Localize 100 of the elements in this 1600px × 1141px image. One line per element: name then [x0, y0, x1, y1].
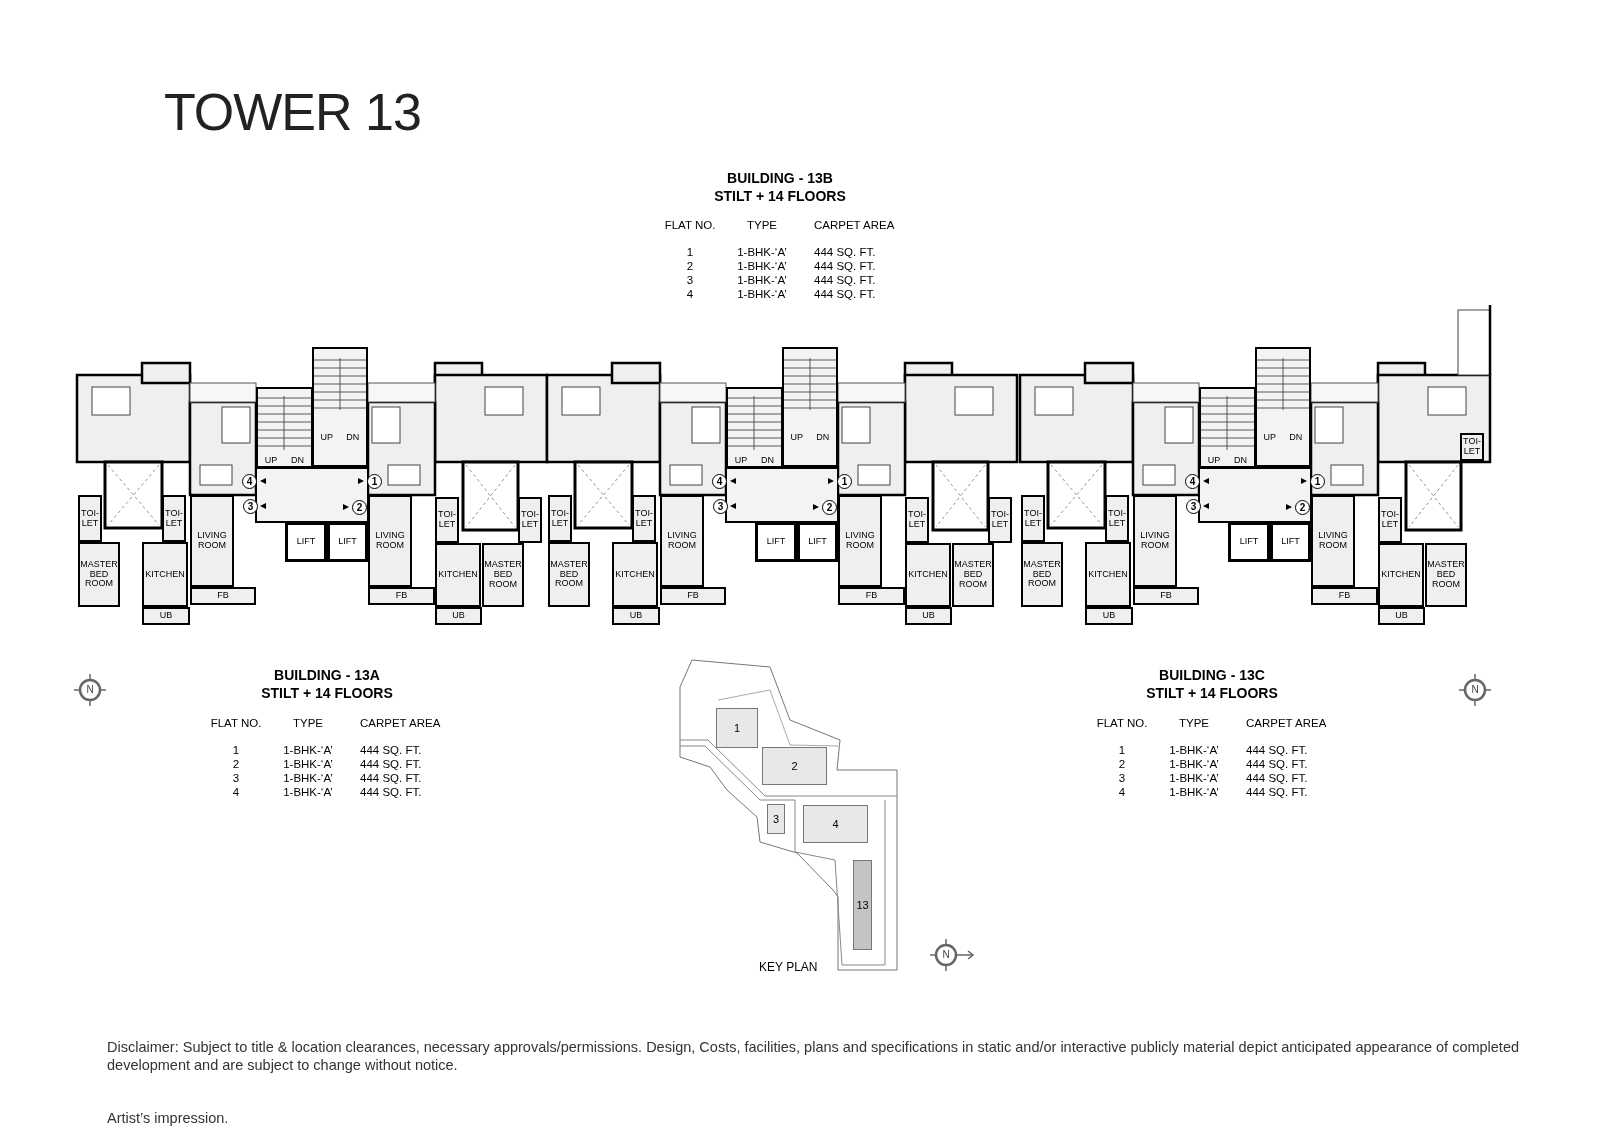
staircase	[312, 347, 368, 467]
table-header: TYPE	[1177, 717, 1210, 730]
room-label: MASTER BED ROOM	[484, 560, 522, 590]
room-label: TOI- LET	[907, 510, 927, 530]
room-label: MASTER BED ROOM	[1023, 559, 1061, 590]
building-heading: BUILDING - 13A	[274, 666, 380, 684]
table-cell-text: 1-BHK-‘A’	[736, 288, 788, 301]
table-header: CARPET AREA	[813, 219, 896, 232]
lift-label: LIFT	[338, 537, 357, 547]
table-header: TYPE	[745, 219, 778, 232]
room-label: LIVING ROOM	[196, 531, 228, 551]
room-area	[1378, 607, 1425, 625]
room-label: KITCHEN	[615, 569, 655, 580]
room-area	[368, 587, 435, 605]
room-label: TOI- LET	[634, 508, 654, 529]
lift-shaft	[797, 522, 838, 562]
compass-label: N	[85, 684, 95, 696]
room-area	[838, 587, 905, 605]
room-area	[988, 497, 1012, 543]
table-cell-text: 4	[685, 288, 695, 301]
room-area	[1133, 495, 1177, 587]
room-area	[660, 495, 704, 587]
room-label: LIVING ROOM	[374, 531, 406, 551]
room-area	[1311, 587, 1378, 605]
room-label: UB	[922, 611, 935, 621]
flat-number: 2	[1299, 502, 1306, 513]
room-label: TOI- LET	[1462, 437, 1482, 457]
room-area	[1021, 542, 1063, 607]
lift-label: LIFT	[808, 537, 827, 547]
table-cell-text: 1-BHK-‘A’	[282, 744, 334, 757]
page-title: TOWER 13	[164, 82, 421, 142]
disclaimer-text: Disclaimer: Subject to title & location clearances, necessary approvals/permissions. Design, Costs, facilities, plans and specifications in static and/or interactive publicly material depict anticipated appearance of completed development and are subject to change without notice.	[107, 1038, 1521, 1074]
room-area	[190, 495, 234, 587]
room-area	[905, 543, 951, 607]
room-label: KITCHEN	[145, 569, 185, 580]
room-area	[162, 495, 186, 542]
lift-label: LIFT	[296, 537, 316, 547]
flat-number: 4	[716, 476, 723, 487]
room-label: KITCHEN	[908, 570, 948, 580]
lift-label: LIFT	[1281, 537, 1300, 547]
room-label: TOI- LET	[990, 510, 1010, 530]
room-label: LIVING ROOM	[666, 531, 698, 551]
room-label: MASTER BED ROOM	[954, 560, 992, 590]
room-area	[952, 543, 994, 607]
building-subheading: STILT + 14 FLOORS	[261, 684, 393, 702]
room-label: LIVING ROOM	[1139, 531, 1171, 551]
table-cell-text: 1	[1117, 744, 1127, 757]
table-cell-text: 1-BHK-‘A’	[736, 260, 788, 273]
table-cell-text: 1	[231, 744, 241, 757]
table-header: FLAT NO.	[209, 717, 263, 730]
site-building-block	[762, 747, 827, 785]
room-label: TOI- LET	[520, 510, 540, 530]
site-building-block	[803, 805, 868, 843]
stair-direction-label: DN	[761, 456, 775, 466]
room-area	[368, 495, 412, 587]
table-cell-text: 2	[231, 758, 241, 771]
room-label: MASTER BED ROOM	[1427, 560, 1465, 590]
table-cell-text: 1-BHK-‘A’	[282, 772, 334, 785]
room-label: TOI- LET	[80, 508, 100, 529]
table-cell-text: 2	[685, 260, 695, 273]
room-label: KITCHEN	[1088, 569, 1128, 580]
flat-number: 3	[247, 501, 254, 512]
room-area	[78, 495, 102, 542]
flat-number: 4	[1189, 476, 1196, 487]
table-cell-text: 1-BHK-‘A’	[1168, 744, 1220, 757]
table-cell-text: 1-BHK-‘A’	[1168, 772, 1220, 785]
stair-direction-label: DN	[1289, 433, 1303, 443]
table-cell-text: 1-BHK-‘A’	[736, 246, 788, 259]
table-cell-text: 444 SQ. FT.	[813, 288, 877, 301]
room-label: TOI- LET	[437, 510, 457, 530]
room-label: TOI- LET	[1107, 508, 1127, 529]
building-number: 2	[791, 758, 798, 774]
building-heading: BUILDING - 13B	[727, 169, 833, 187]
room-label: KITCHEN	[1381, 570, 1421, 580]
room-label: LIVING ROOM	[844, 531, 876, 551]
room-area	[548, 542, 590, 607]
stair-direction-label: DN	[291, 456, 305, 466]
flat-number: 4	[246, 476, 253, 487]
room-label: FB	[217, 591, 229, 601]
table-header: CARPET AREA	[359, 717, 442, 730]
room-label: KITCHEN	[438, 570, 478, 580]
room-area	[1021, 495, 1045, 542]
staircase	[1255, 347, 1311, 467]
site-building-block	[716, 708, 758, 748]
flat-number: 2	[826, 502, 833, 513]
staircase	[726, 387, 783, 468]
room-label: UB	[1395, 611, 1408, 621]
room-area	[905, 497, 929, 543]
flat-number: 2	[356, 502, 363, 513]
table-cell-text: 444 SQ. FT.	[359, 744, 423, 757]
lift-shaft	[1228, 522, 1270, 562]
room-area	[78, 542, 120, 607]
stair-direction-label: UP	[734, 456, 748, 466]
table-cell-text: 1	[685, 246, 695, 259]
table-cell-text: 444 SQ. FT.	[359, 758, 423, 771]
building-number: 13	[856, 897, 869, 913]
table-cell-text: 3	[685, 274, 695, 287]
room-area	[518, 497, 542, 543]
lift-label: LIFT	[1239, 537, 1259, 547]
table-cell-text: 1-BHK-‘A’	[1168, 786, 1220, 799]
